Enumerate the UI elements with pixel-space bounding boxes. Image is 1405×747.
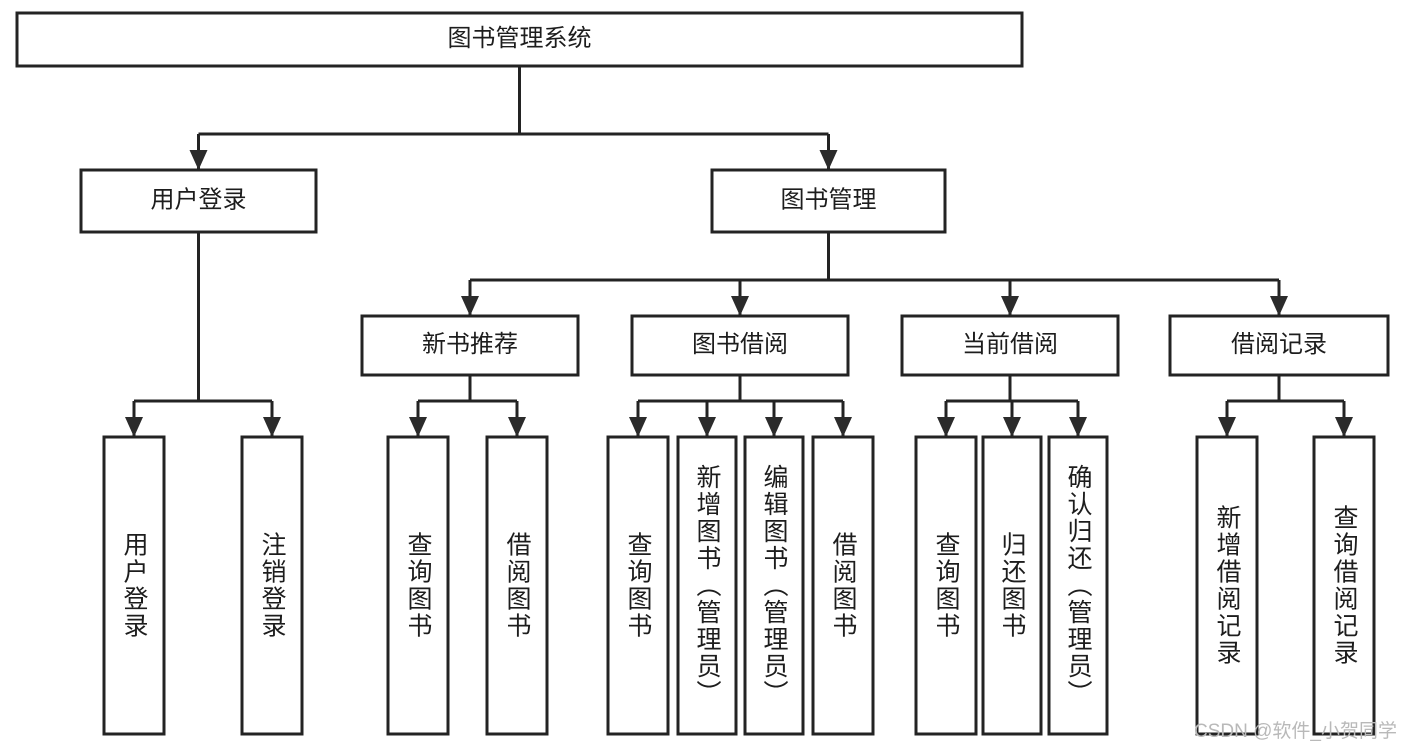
node-book-management[interactable]: 图书管理 bbox=[710, 168, 947, 234]
arrow-head-icon bbox=[765, 417, 783, 437]
node-box bbox=[240, 435, 304, 736]
node-label: 注销登录 bbox=[258, 532, 287, 640]
arrow-head-icon bbox=[698, 417, 716, 437]
arrow-head-icon bbox=[1218, 417, 1236, 437]
arrow-head-icon bbox=[508, 417, 526, 437]
node-label: 借阅图书 bbox=[829, 532, 858, 640]
node-label: 查询图书 bbox=[404, 532, 433, 640]
node-box bbox=[743, 435, 805, 736]
node-leaf-query-book-recommend[interactable]: 查询图书 bbox=[386, 435, 450, 736]
node-box bbox=[1312, 435, 1376, 736]
arrow-head-icon bbox=[1270, 296, 1288, 316]
node-borrow-record[interactable]: 借阅记录 bbox=[1168, 314, 1390, 377]
arrow-head-icon bbox=[834, 417, 852, 437]
node-box bbox=[811, 435, 875, 736]
node-box bbox=[1195, 435, 1259, 736]
node-box bbox=[1047, 435, 1109, 736]
arrow-head-icon bbox=[1003, 417, 1021, 437]
node-box bbox=[386, 435, 450, 736]
node-label: 查询图书 bbox=[932, 532, 961, 640]
arrow-head-icon bbox=[263, 417, 281, 437]
arrow-head-icon bbox=[819, 150, 838, 170]
node-root[interactable]: 图书管理系统 bbox=[15, 11, 1024, 68]
node-leaf-query-book-current[interactable]: 查询图书 bbox=[914, 435, 978, 736]
node-current-borrow[interactable]: 当前借阅 bbox=[900, 314, 1120, 377]
node-box bbox=[485, 435, 549, 736]
connectors-layer bbox=[125, 66, 1353, 437]
arrow-head-icon bbox=[125, 417, 143, 437]
arrow-head-icon bbox=[1001, 296, 1019, 316]
node-label: 图书借阅 bbox=[692, 331, 788, 358]
arrow-head-icon bbox=[629, 417, 647, 437]
nodes-layer: 图书管理系统用户登录图书管理新书推荐图书借阅当前借阅借阅记录用户登录注销登录查询… bbox=[15, 11, 1390, 736]
node-label: 图书管理系统 bbox=[448, 25, 592, 52]
node-label: 借阅记录 bbox=[1231, 331, 1327, 358]
node-box bbox=[900, 314, 1120, 377]
node-leaf-add-book-admin[interactable]: 新增图书（管理员） bbox=[676, 435, 738, 736]
node-label: 新增借阅记录 bbox=[1213, 505, 1242, 667]
arrow-head-icon bbox=[731, 296, 749, 316]
node-label: 查询借阅记录 bbox=[1330, 505, 1359, 667]
node-box bbox=[360, 314, 580, 377]
node-box bbox=[981, 435, 1043, 736]
arrow-head-icon bbox=[409, 417, 427, 437]
node-label: 查询图书 bbox=[624, 532, 653, 640]
node-box bbox=[79, 168, 318, 234]
node-label: 用户登录 bbox=[151, 186, 247, 213]
node-label: 图书管理 bbox=[781, 186, 877, 213]
node-leaf-query-borrow-record[interactable]: 查询借阅记录 bbox=[1312, 435, 1376, 736]
node-box bbox=[1168, 314, 1390, 377]
node-leaf-confirm-return-admin[interactable]: 确认归还（管理员） bbox=[1047, 435, 1109, 736]
node-new-book-recommend[interactable]: 新书推荐 bbox=[360, 314, 580, 377]
arrow-head-icon bbox=[461, 296, 479, 316]
node-leaf-query-book-borrow[interactable]: 查询图书 bbox=[606, 435, 670, 736]
node-label: 用户登录 bbox=[120, 532, 149, 640]
node-leaf-user-login[interactable]: 用户登录 bbox=[102, 435, 166, 736]
arrow-head-icon bbox=[1335, 417, 1353, 437]
node-box bbox=[676, 435, 738, 736]
node-box bbox=[914, 435, 978, 736]
node-leaf-borrow-book[interactable]: 借阅图书 bbox=[811, 435, 875, 736]
arrow-head-icon bbox=[1069, 417, 1087, 437]
node-label: 借阅图书 bbox=[503, 532, 532, 640]
node-book-borrow[interactable]: 图书借阅 bbox=[630, 314, 850, 377]
node-label: 确认归还（管理员） bbox=[1064, 464, 1093, 707]
arrow-head-icon bbox=[189, 150, 208, 170]
node-leaf-return-book[interactable]: 归还图书 bbox=[981, 435, 1043, 736]
node-leaf-add-borrow-record[interactable]: 新增借阅记录 bbox=[1195, 435, 1259, 736]
node-box bbox=[102, 435, 166, 736]
node-box bbox=[15, 11, 1024, 68]
node-leaf-edit-book-admin[interactable]: 编辑图书（管理员） bbox=[743, 435, 805, 736]
arrow-head-icon bbox=[937, 417, 955, 437]
node-leaf-logout-login[interactable]: 注销登录 bbox=[240, 435, 304, 736]
node-box bbox=[606, 435, 670, 736]
node-label: 当前借阅 bbox=[962, 331, 1058, 358]
node-box bbox=[630, 314, 850, 377]
node-label: 新书推荐 bbox=[422, 331, 518, 358]
node-user-login[interactable]: 用户登录 bbox=[79, 168, 318, 234]
node-box bbox=[710, 168, 947, 234]
node-label: 归还图书 bbox=[998, 532, 1027, 640]
node-label: 新增图书（管理员） bbox=[693, 464, 722, 707]
node-leaf-borrow-book-recommend[interactable]: 借阅图书 bbox=[485, 435, 549, 736]
node-label: 编辑图书（管理员） bbox=[760, 464, 789, 707]
